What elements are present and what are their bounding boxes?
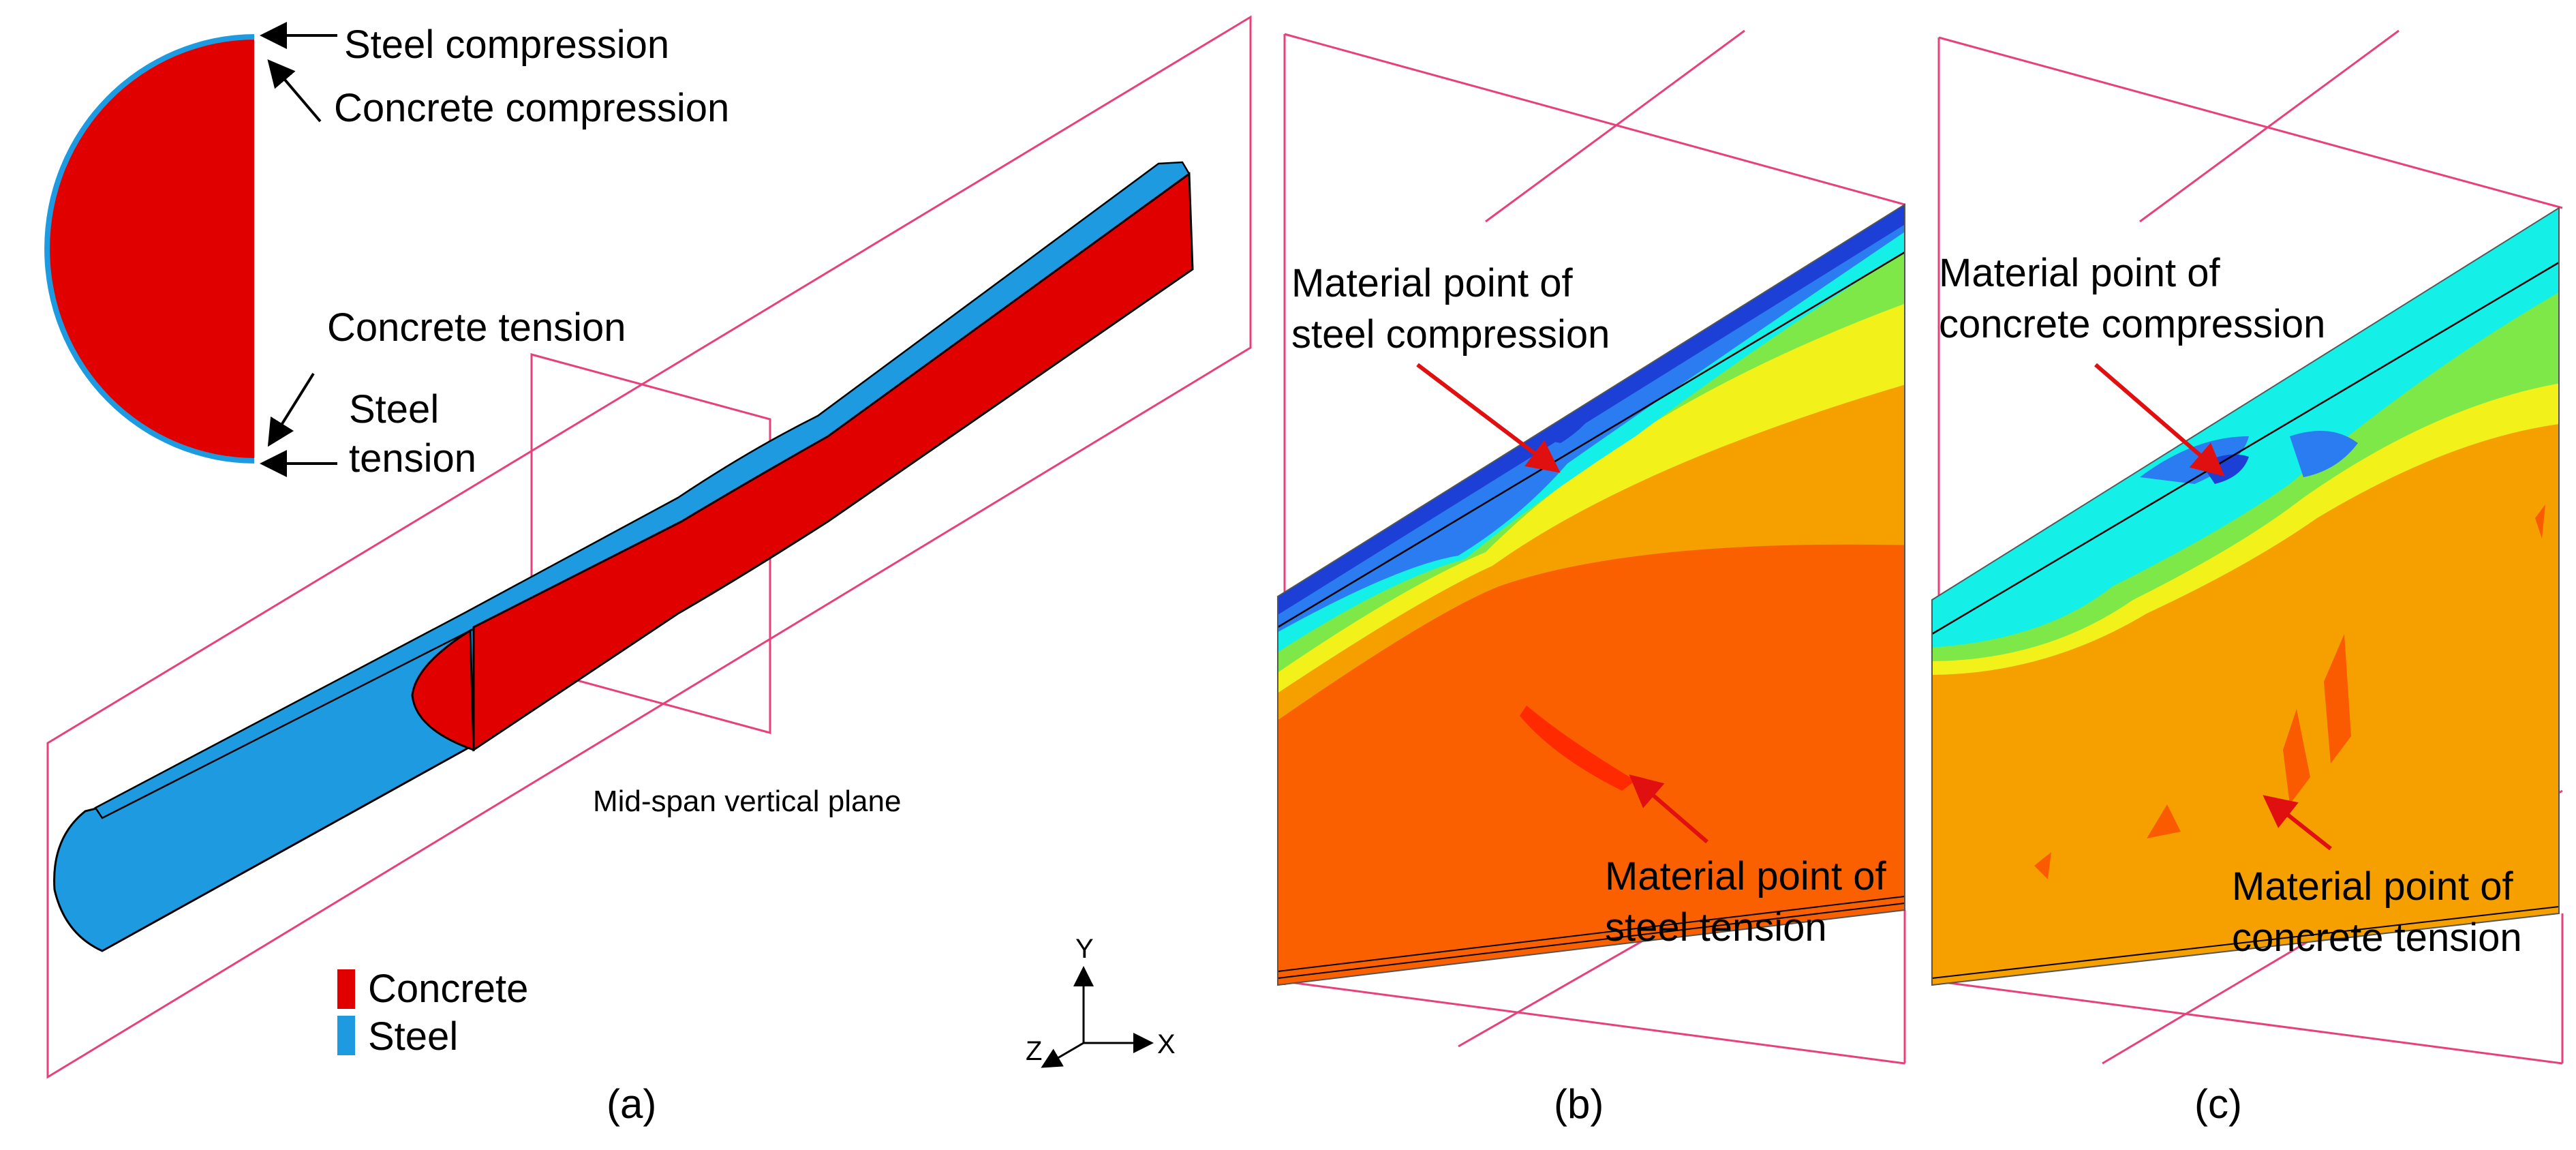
arrow-diagonal-icon [2094,363,2225,476]
annotation-concrete-tension-line1: Material point of [2232,864,2514,909]
axis-x-label: X [1157,1029,1176,1059]
annotation-steel-compression-line1: Material point of [1291,261,1574,305]
arrow-diagonal-icon [267,372,315,447]
panel-b: Material point of steel compression Mate… [1277,29,1906,1127]
axis-triad-icon [1041,966,1154,1068]
label-steel-tension-line1: Steel [349,387,439,432]
annotation-concrete-compression-line2: concrete compression [1939,302,2325,346]
beam-cut-concrete-face [411,629,475,752]
label-steel-compression: Steel compression [344,22,669,67]
arrow-diagonal-icon [1416,363,1561,473]
label-mid-span-plane: Mid-span vertical plane [593,785,901,818]
caption-b: (b) [1554,1081,1604,1127]
caption-a: (a) [607,1081,656,1127]
annotation-concrete-tension-line2: concrete tension [2232,916,2522,960]
legend-concrete-label: Concrete [368,967,528,1011]
panel-a: Steel compression Concrete compression C… [44,15,1252,1127]
axis-z-label: Z [1026,1036,1042,1066]
mid-span-plane-outline [530,353,771,734]
legend-swatch-icon [337,1016,355,1055]
cross-section-concrete-core [50,40,256,458]
arrow-diagonal-icon [267,59,322,123]
panel-c: Material point of concrete compression M… [1931,29,2564,1127]
beam-steel-segment [53,625,478,952]
label-concrete-tension: Concrete tension [327,305,626,350]
annotation-steel-compression-line2: steel compression [1291,312,1610,357]
label-concrete-compression: Concrete compression [334,86,729,130]
annotation-concrete-compression-line1: Material point of [1939,251,2221,295]
axis-y-label: Y [1075,934,1094,964]
longitudinal-plane-outline [46,15,1252,1079]
arrow-diagonal-icon [2263,795,2332,851]
legend-swatch-icon [337,969,355,1009]
annotation-steel-tension-line2: steel tension [1605,905,1827,950]
caption-c: (c) [2194,1081,2242,1127]
beam-concrete-segment [472,172,1194,752]
beam-top-steel-strip [94,161,1191,819]
legend-steel-label: Steel [368,1014,458,1059]
arrow-diagonal-icon [1629,774,1708,844]
label-steel-tension-line2: tension [349,436,476,481]
annotation-steel-tension-line1: Material point of [1605,854,1887,898]
